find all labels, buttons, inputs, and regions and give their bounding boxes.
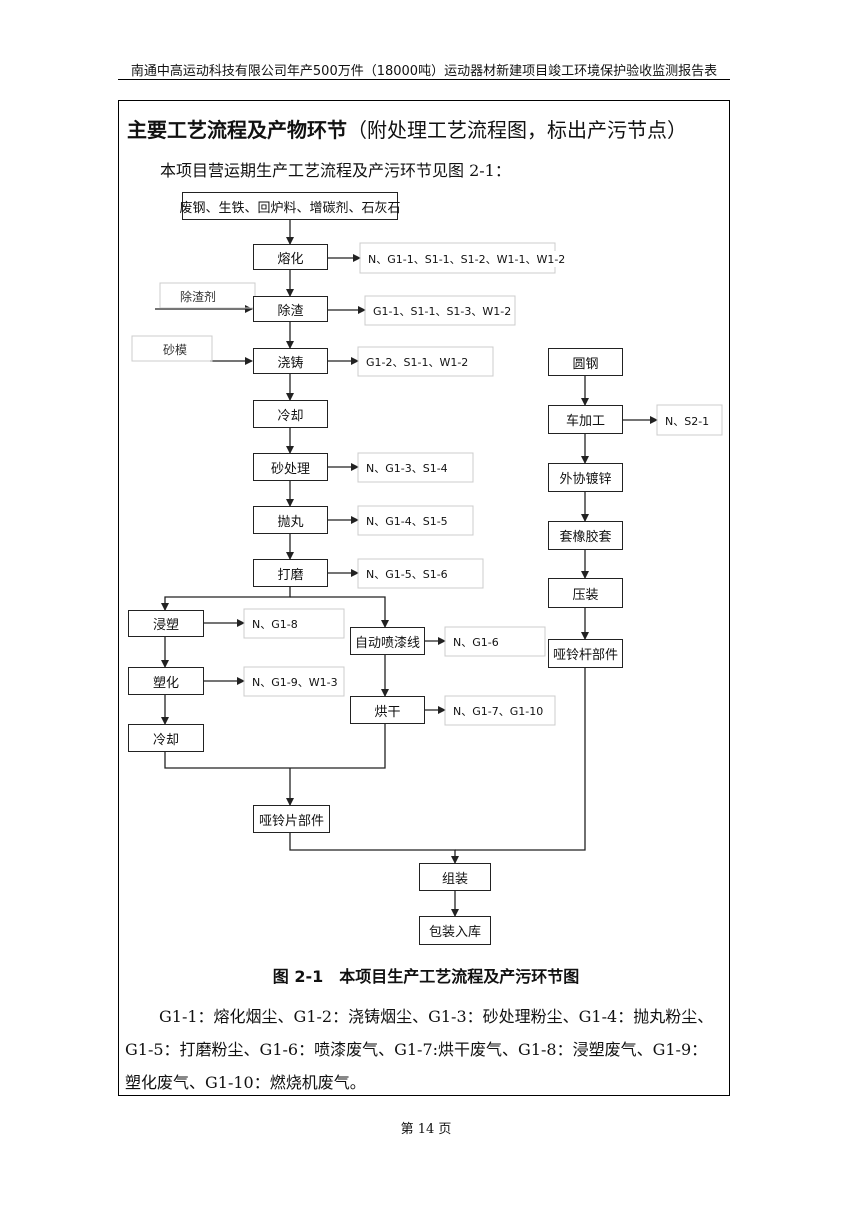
output-shot-label: N、G1-4、S1-5 <box>363 513 451 529</box>
legend-text: G1-1：熔化烟尘、G1-2：浇铸烟尘、G1-3：砂处理粉尘、G1-4：抛丸粉尘… <box>125 1000 723 1099</box>
figure-caption: 图 2-1 本项目生产工艺流程及产污环节图 <box>272 967 580 986</box>
flow-cooling-1: 冷却 <box>253 400 328 428</box>
flow-melt: 熔化 <box>253 244 328 270</box>
output-plasticize-label: N、G1-9、W1-3 <box>249 674 341 690</box>
content-frame <box>118 100 730 1096</box>
flow-slag-removal: 除渣 <box>253 296 328 322</box>
flow-shot-blasting: 抛丸 <box>253 506 328 534</box>
flow-casting: 浇铸 <box>253 348 328 374</box>
flow-plasticizing: 塑化 <box>128 667 204 695</box>
flow-galvanizing: 外协镀锌 <box>548 463 623 492</box>
output-slag-label: G1-1、S1-1、S1-3、W1-2 <box>370 303 515 319</box>
flow-sand-treatment: 砂处理 <box>253 453 328 481</box>
flow-packing: 包装入库 <box>419 916 491 945</box>
flow-lathe: 车加工 <box>548 405 623 434</box>
flow-bar-part: 哑铃杆部件 <box>548 639 623 668</box>
intro-text: 本项目营运期生产工艺流程及产污环节见图 2-1： <box>160 161 511 180</box>
section-title-bold: 主要工艺流程及产物环节 <box>127 118 347 142</box>
flow-plate-part: 哑铃片部件 <box>253 805 330 833</box>
output-lathe-label: N、S2-1 <box>662 413 713 429</box>
output-dip-label: N、G1-8 <box>249 616 301 632</box>
flow-round-steel: 圆钢 <box>548 348 623 376</box>
flow-drying: 烘干 <box>350 696 425 724</box>
input-slag-agent-label: 除渣剂 <box>180 290 217 304</box>
flow-rubber-sleeve: 套橡胶套 <box>548 521 623 550</box>
header-rule <box>118 79 730 80</box>
flow-assemble: 组装 <box>419 863 491 891</box>
flow-grinding: 打磨 <box>253 559 328 587</box>
input-sand-mold-label: 砂模 <box>163 343 188 357</box>
flow-cooling-2: 冷却 <box>128 724 204 752</box>
flow-dip-coating: 浸塑 <box>128 610 204 637</box>
output-grind-label: N、G1-5、S1-6 <box>363 566 451 582</box>
page-header: 南通中高运动科技有限公司年产500万件（18000吨）运动器材新建项目竣工环境保… <box>130 64 718 79</box>
legend-paragraph: G1-1：熔化烟尘、G1-2：浇铸烟尘、G1-3：砂处理粉尘、G1-4：抛丸粉尘… <box>125 1007 714 1092</box>
output-melt-label: N、G1-1、S1-1、S1-2、W1-1、W1-2 <box>365 251 569 267</box>
output-cast-label: G1-2、S1-1、W1-2 <box>363 354 472 370</box>
section-title-note: （附处理工艺流程图，标出产污节点） <box>347 118 687 142</box>
page-number: 第 14 页 <box>400 1122 452 1137</box>
flow-raw-materials: 废钢、生铁、回炉料、增碳剂、石灰石 <box>180 192 401 220</box>
output-dry-label: N、G1-7、G1-10 <box>450 703 547 719</box>
flow-spray-line: 自动喷漆线 <box>350 627 425 655</box>
output-sand-label: N、G1-3、S1-4 <box>363 460 451 476</box>
flow-press-fit: 压装 <box>548 578 623 608</box>
output-spray-label: N、G1-6 <box>450 634 502 650</box>
section-title: 主要工艺流程及产物环节（附处理工艺流程图，标出产污节点） <box>127 114 687 143</box>
